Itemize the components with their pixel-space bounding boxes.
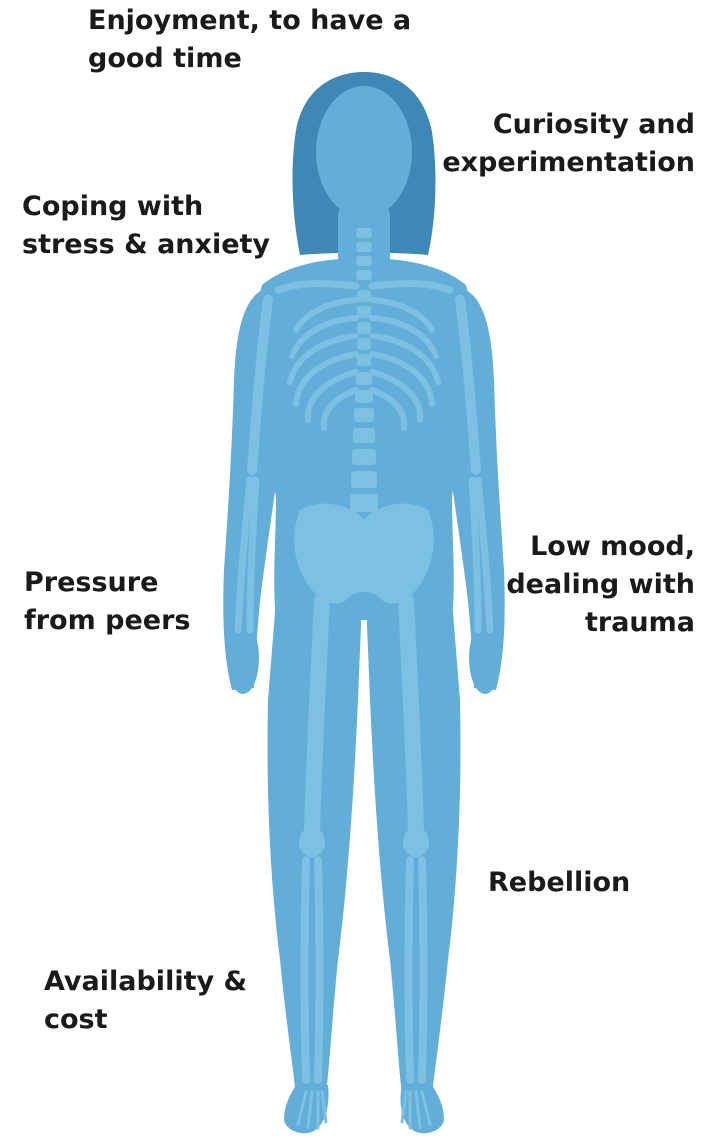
label-enjoyment-line-1: Enjoyment, to have a: [88, 2, 411, 40]
label-coping-line-1: Coping with: [22, 188, 270, 226]
label-enjoyment: Enjoyment, to have a good time: [88, 2, 411, 78]
label-pressure-line-1: Pressure: [24, 564, 190, 602]
label-availability-line-2: cost: [44, 1001, 247, 1039]
label-low-mood-line-3: trauma: [506, 604, 695, 642]
label-rebellion-line-1: Rebellion: [488, 864, 630, 902]
label-coping-line-2: stress & anxiety: [22, 226, 270, 264]
label-availability-line-1: Availability &: [44, 963, 247, 1001]
label-pressure: Pressure from peers: [24, 564, 190, 640]
left-knee: [299, 827, 325, 857]
right-femur: [406, 600, 416, 830]
left-femur: [312, 600, 322, 830]
label-curiosity: Curiosity and experimentation: [442, 106, 695, 182]
label-availability: Availability & cost: [44, 963, 247, 1039]
label-low-mood: Low mood, dealing with trauma: [506, 528, 695, 642]
label-curiosity-line-1: Curiosity and: [442, 106, 695, 144]
label-low-mood-line-1: Low mood,: [506, 528, 695, 566]
label-pressure-line-2: from peers: [24, 602, 190, 640]
label-curiosity-line-2: experimentation: [442, 144, 695, 182]
label-coping: Coping with stress & anxiety: [22, 188, 270, 264]
right-knee: [403, 827, 429, 857]
label-low-mood-line-2: dealing with: [506, 566, 695, 604]
label-rebellion: Rebellion: [488, 864, 630, 902]
label-enjoyment-line-2: good time: [88, 40, 411, 78]
